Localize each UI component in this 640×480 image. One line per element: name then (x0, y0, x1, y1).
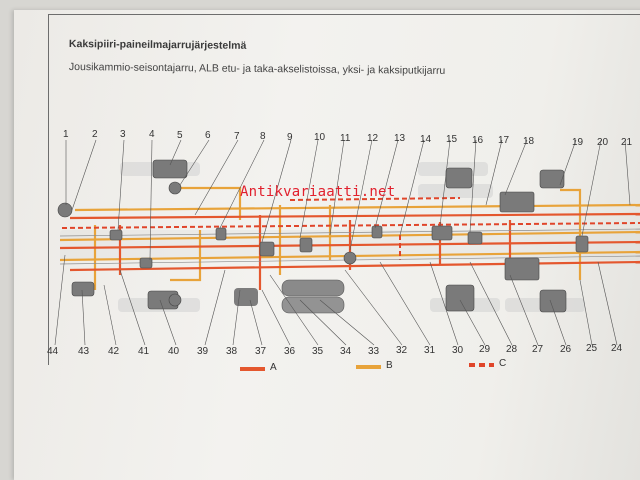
callout-number: 41 (138, 346, 150, 357)
callout-number: 8 (260, 131, 266, 142)
callout-number: 19 (572, 137, 584, 148)
callout-number: 18 (523, 136, 535, 147)
legend-label-c: C (499, 358, 507, 369)
callout-number: 30 (452, 345, 464, 356)
callout-number: 38 (226, 346, 238, 357)
callout-number: 25 (586, 343, 598, 354)
callout-number: 39 (197, 346, 209, 357)
callout-number: 5 (177, 130, 183, 141)
callout-number: 37 (255, 346, 267, 357)
callout-number: 10 (314, 132, 326, 143)
callout-number: 42 (108, 346, 120, 357)
callout-number: 32 (396, 345, 408, 356)
callout-number: 11 (340, 133, 351, 144)
callout-number: 31 (424, 345, 436, 356)
callout-number: 36 (284, 346, 296, 357)
callout-number: 28 (506, 344, 518, 355)
callout-number: 44 (47, 346, 59, 357)
callout-number: 40 (168, 346, 180, 357)
callout-number: 21 (621, 137, 633, 148)
callout-number: 1 (63, 129, 69, 140)
callout-number: 13 (394, 133, 406, 144)
callout-number: 17 (498, 135, 510, 146)
legend-label-a: A (270, 362, 277, 373)
callout-number: 3 (120, 129, 126, 140)
legend-label-b: B (386, 360, 393, 371)
legend-swatches (240, 363, 494, 371)
callout-number: 9 (287, 132, 293, 143)
page-frame (48, 14, 640, 365)
callout-number: 26 (560, 344, 572, 355)
watermark-text: Antikvariaatti.net (240, 184, 396, 200)
callout-number: 7 (234, 131, 240, 142)
callout-number: 14 (420, 134, 432, 145)
callout-number: 16 (472, 135, 484, 146)
callout-number: 6 (205, 130, 211, 141)
callout-number: 35 (312, 346, 324, 357)
bottom-leader-lines (54, 254, 618, 346)
brake-components (57, 159, 589, 313)
callout-number: 29 (479, 344, 491, 355)
callout-number: 33 (368, 346, 380, 357)
callout-number: 2 (92, 129, 98, 140)
callout-number: 12 (367, 133, 379, 144)
callout-number: 24 (611, 343, 623, 354)
callout-number: 27 (532, 344, 544, 355)
air-tanks (234, 279, 345, 314)
callout-number: 20 (597, 137, 609, 148)
circuit-c-lines (61, 197, 640, 260)
top-leader-lines (65, 139, 631, 261)
callout-number: 15 (446, 134, 458, 145)
callout-number: 4 (149, 129, 155, 140)
callout-number: 34 (340, 346, 352, 357)
callout-number: 43 (78, 346, 90, 357)
